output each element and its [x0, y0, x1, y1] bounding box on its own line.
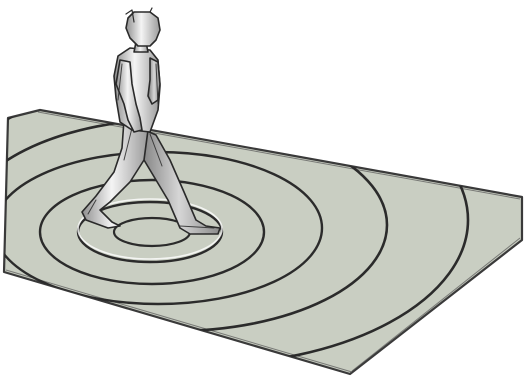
- figure-head: [126, 12, 160, 46]
- figure-rear-arm: [148, 58, 160, 104]
